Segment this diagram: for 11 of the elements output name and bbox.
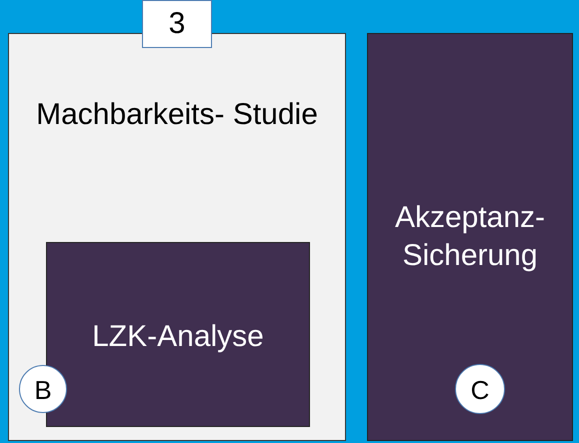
process-box <box>8 33 346 441</box>
box-label: LZK-Analyse <box>91 319 265 355</box>
box-label: 3 <box>168 6 186 42</box>
circle-label: C <box>470 374 490 406</box>
number-box <box>142 0 212 48</box>
letter-circle <box>455 364 505 414</box>
letter-circle <box>19 365 67 413</box>
process-box <box>367 33 573 441</box>
circle-label: B <box>33 374 53 406</box>
box-label: Akzeptanz- Sicherung <box>394 200 546 274</box>
box-label: Machbarkeits- Studie <box>35 97 319 133</box>
